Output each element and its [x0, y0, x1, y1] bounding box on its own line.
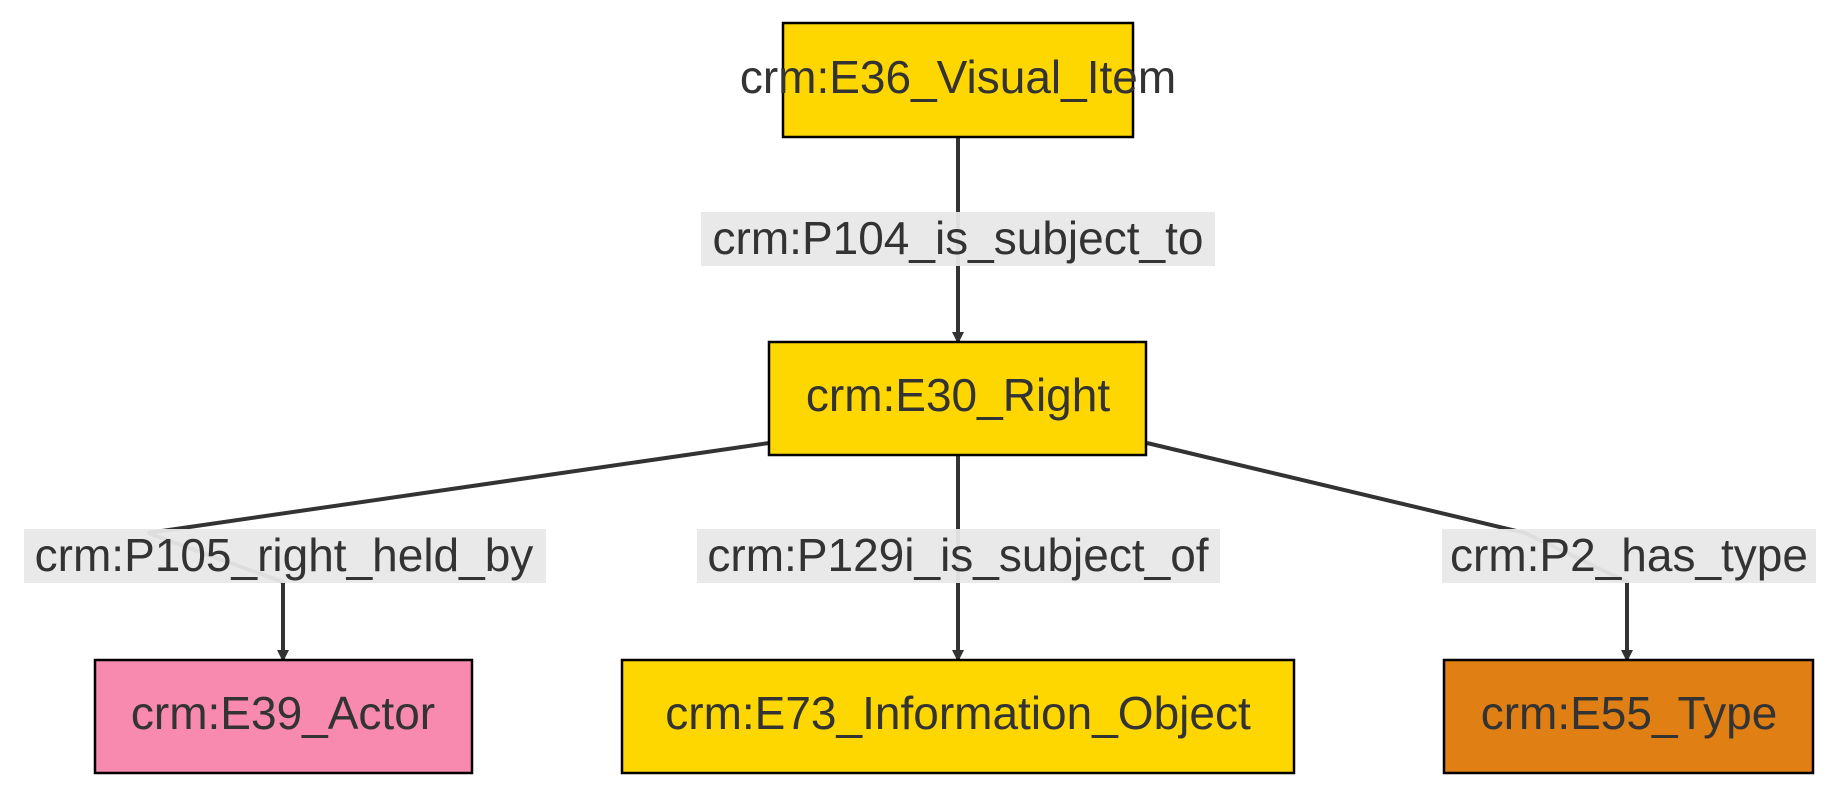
node-label: crm:E39_Actor [131, 687, 435, 739]
node-label: crm:E30_Right [806, 369, 1110, 421]
node-label: crm:E36_Visual_Item [740, 51, 1176, 103]
edge-label-text: crm:P2_has_type [1450, 529, 1808, 581]
node-label: crm:E73_Information_Object [665, 687, 1251, 739]
node-visual-item-box[interactable] [781, 21, 1135, 139]
edge-label-text: crm:P104_is_subject_to [713, 212, 1204, 264]
node-label: crm:E55_Type [1481, 687, 1778, 739]
node-actor[interactable]: crm:E39_Actor [93, 658, 474, 775]
node-information-object-box[interactable] [620, 658, 1296, 775]
edge-label-text: crm:P129i_is_subject_of [707, 529, 1208, 581]
node-actor-box[interactable] [93, 658, 474, 775]
edge-label-text: crm:P105_right_held_by [35, 529, 534, 581]
node-right[interactable]: crm:E30_Right [767, 340, 1148, 457]
edge-label-right-held-by: crm:P105_right_held_by [24, 529, 546, 583]
edge-label-is-subject-of: crm:P129i_is_subject_of [697, 529, 1220, 583]
node-right-box[interactable] [767, 340, 1148, 457]
edge-label-is-subject-to: crm:P104_is_subject_to [701, 212, 1215, 266]
node-information-object[interactable]: crm:E73_Information_Object [620, 658, 1296, 775]
node-type-box[interactable] [1442, 658, 1815, 775]
edge-label-has-type: crm:P2_has_type [1442, 529, 1816, 583]
node-type[interactable]: crm:E55_Type [1442, 658, 1815, 775]
node-visual-item[interactable]: crm:E36_Visual_Item [740, 21, 1176, 139]
